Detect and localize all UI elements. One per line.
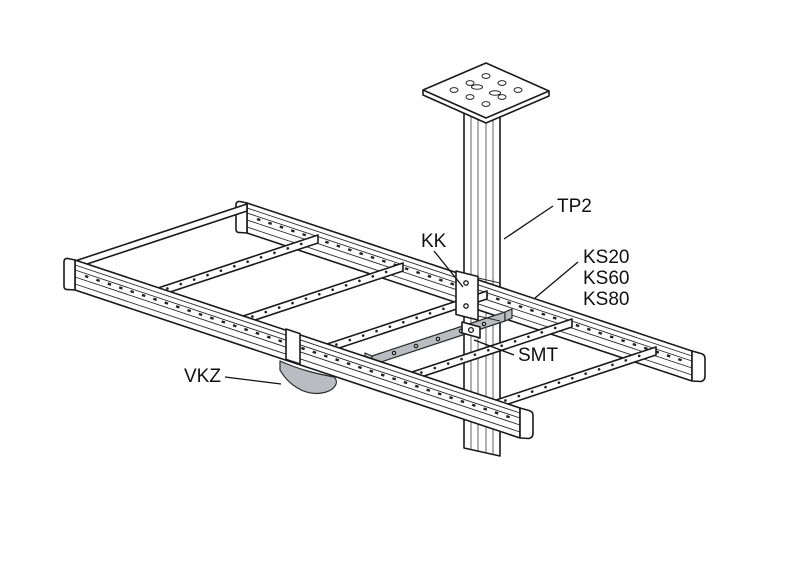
ladder-rungs	[145, 234, 657, 413]
leader-tp2	[503, 205, 554, 240]
label-ks20: KS20	[583, 247, 629, 268]
pendant-column	[463, 99, 501, 457]
leader-ks	[534, 261, 579, 299]
leader-vkz	[224, 376, 282, 385]
label-tp2: TP2	[557, 196, 592, 217]
rung	[145, 234, 319, 301]
rung	[483, 346, 657, 413]
smt-bolt	[467, 326, 475, 334]
rung	[230, 262, 404, 329]
label-smt: SMT	[518, 345, 559, 366]
label-ks60: KS60	[583, 268, 629, 289]
ladder-end-edge	[74, 203, 248, 269]
vkz-connector	[279, 360, 337, 395]
part-labels: TP2 KK KS20 KS60 KS80 SMT VKZ	[184, 196, 629, 387]
label-ks80: KS80	[583, 289, 629, 310]
ceiling-plate	[422, 62, 550, 124]
plate-holes	[449, 73, 523, 107]
kk-clamp	[455, 270, 501, 322]
near-rail-right-cap	[519, 407, 534, 440]
leader-lines	[224, 205, 579, 385]
smt-support-profile	[364, 308, 513, 366]
label-kk: KK	[421, 231, 447, 252]
ladder-near-rail	[63, 257, 534, 440]
near-rail-left-cap	[63, 257, 76, 291]
leader-smt	[473, 339, 515, 356]
label-vkz: VKZ	[184, 366, 221, 387]
leader-kk	[433, 250, 464, 288]
rail-joint-sleeve	[285, 328, 301, 365]
far-rail-right-cap	[691, 350, 706, 383]
